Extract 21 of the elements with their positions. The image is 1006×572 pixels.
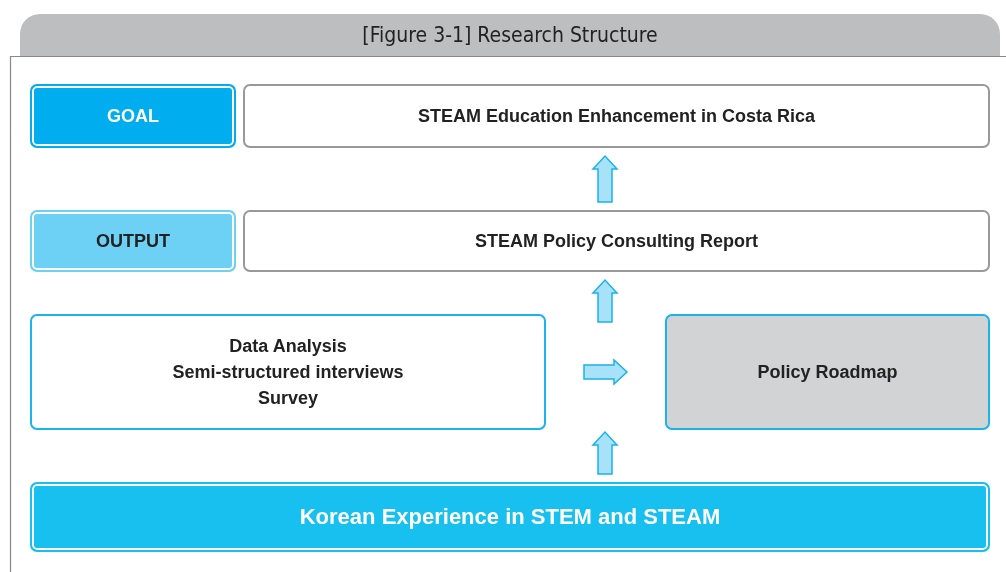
- box-text: GOAL: [107, 105, 159, 128]
- box-text: Data Analysis: [229, 335, 347, 358]
- foundation-band: [30, 482, 990, 552]
- content-box: [243, 84, 990, 148]
- level-label-box: [30, 210, 236, 272]
- box-text: STEAM Education Enhancement in Costa Rica: [417, 105, 816, 128]
- content-box: [243, 210, 990, 272]
- process-box: [665, 314, 990, 430]
- block-arrow: [591, 278, 619, 323]
- figure-title: [Figure 3-1] Research Structure: [362, 23, 658, 47]
- block-arrow: [583, 358, 629, 386]
- box-text: Semi-structured interviews: [172, 361, 404, 384]
- level-label-box: [30, 84, 236, 148]
- box-text: Korean Experience in STEM and STEAM: [299, 504, 721, 530]
- method-box: [30, 314, 546, 430]
- block-arrow: [591, 430, 619, 475]
- box-text: Survey: [257, 387, 318, 410]
- block-arrow: [591, 154, 619, 203]
- box-text: Policy Roadmap: [757, 361, 898, 384]
- box-text: STEAM Policy Consulting Report: [475, 230, 758, 253]
- box-text: OUTPUT: [96, 230, 170, 253]
